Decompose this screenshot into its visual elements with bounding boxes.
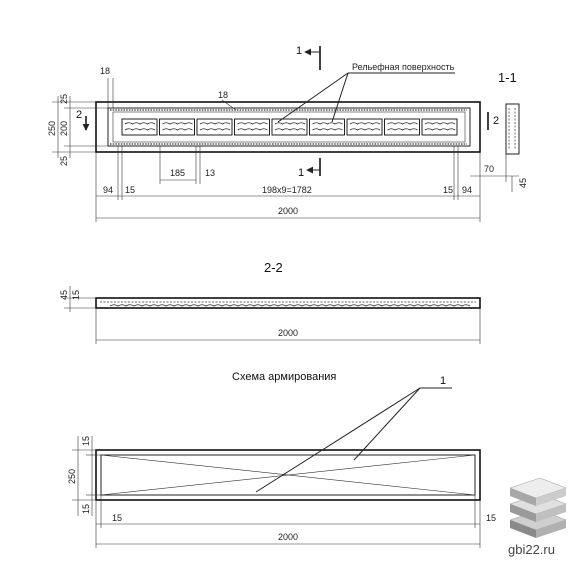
section-2-2-dim-15: 15 [71,290,81,300]
relief-panel [234,118,270,136]
dim-25-top: 25 [59,94,69,104]
relief-wave [387,122,418,125]
dim-185: 185 [170,168,185,178]
reinf-dim-250: 250 [67,469,77,484]
dim-15-left: 15 [125,185,135,195]
relief-surface-label: Рельефная поверхность [352,62,455,72]
section-1-1-profile [505,103,520,155]
reinf-dim-15-right: 15 [486,513,496,523]
relief-wave [162,122,193,125]
dim-18-inner: 18 [218,90,228,100]
section-mark-1-top: 1 [296,45,302,57]
section-1-1-dim-45: 45 [518,178,528,188]
relief-panel [384,118,420,136]
section-2-2-relief [109,304,471,307]
reinforcement-leader-1 [353,387,421,461]
relief-wave [274,122,306,125]
reinforcement-leader-2 [255,387,421,493]
relief-wave [237,122,268,125]
reinf-dim-15-top: 15 [81,436,91,446]
section-mark-1-bottom: 1 [298,167,304,179]
section-mark-2-left: 2 [76,109,82,121]
section-2-2-dim-2000: 2000 [278,328,298,338]
dim-2000-top: 2000 [278,206,298,216]
plan-view: 1 1 2 2 Рельефная поверхность 18 18 25 2… [47,45,499,222]
relief-panel [196,118,233,136]
relief-panels [121,118,458,136]
section-1-1-title: 1-1 [498,70,517,85]
dim-18-inner-leader [221,99,237,111]
relief-wave [387,128,418,131]
dim-1782: 198x9=1782 [262,185,312,195]
section-1-1-rebar [508,108,516,150]
section-2-2-title: 2-2 [264,260,283,275]
dim-15-right: 15 [443,185,453,195]
reinforcement-diagonal-2 [100,454,476,496]
reinforcement-leader-mark: 1 [440,375,446,387]
relief-wave [424,122,456,125]
relief-leader-2 [331,72,349,123]
relief-panel [159,118,195,136]
section-2-2: 2-2 45 15 2000 [59,260,481,344]
relief-wave [162,128,193,131]
relief-panel [421,118,458,136]
dim-250: 250 [47,121,57,136]
reinforcement-outline [95,449,481,501]
dim-25-bottom: 25 [59,156,69,166]
relief-panel [309,118,345,136]
reinforcement-cage [100,454,476,496]
relief-panel [271,118,308,136]
relief-panel [346,118,383,136]
section-mark-2-right: 2 [493,115,499,127]
section-1-1-dim-70: 70 [484,164,494,174]
reinf-dim-2000: 2000 [278,532,298,542]
relief-wave [199,122,231,125]
relief-wave [424,128,456,131]
relief-wave [274,128,306,131]
relief-border-hatch [110,109,467,145]
relief-wave [312,122,343,125]
slab-outline [95,101,481,153]
watermark-text: gbi22.ru [508,542,555,557]
reinforcement-title: Схема армирования [232,371,336,383]
relief-wave [124,122,156,125]
dim-94-right: 94 [462,185,472,195]
relief-border-inner [112,111,466,143]
dim-94-left: 94 [103,185,113,195]
section-2-2-dim-45: 45 [59,290,69,300]
relief-panel [121,118,158,136]
dim-13: 13 [205,168,215,178]
reinforcement-scheme: Схема армирования 1 15 250 15 15 15 2000 [67,371,496,548]
dim-200: 200 [59,121,69,136]
relief-wave [199,128,231,131]
dim-18-top: 18 [100,66,110,76]
section-1-1: 1-1 70 45 [470,70,528,192]
relief-wave [237,128,268,131]
reinf-dim-15-left: 15 [112,513,122,523]
relief-wave [349,122,381,125]
reinf-dim-15-bottom: 15 [81,504,91,514]
relief-wave [349,128,381,131]
relief-wave [312,128,343,131]
relief-border-outer [107,107,471,147]
relief-leader-1 [277,72,349,123]
relief-wave [124,128,156,131]
stacked-slabs-logo-icon [509,477,567,538]
section-2-2-profile [95,297,481,309]
